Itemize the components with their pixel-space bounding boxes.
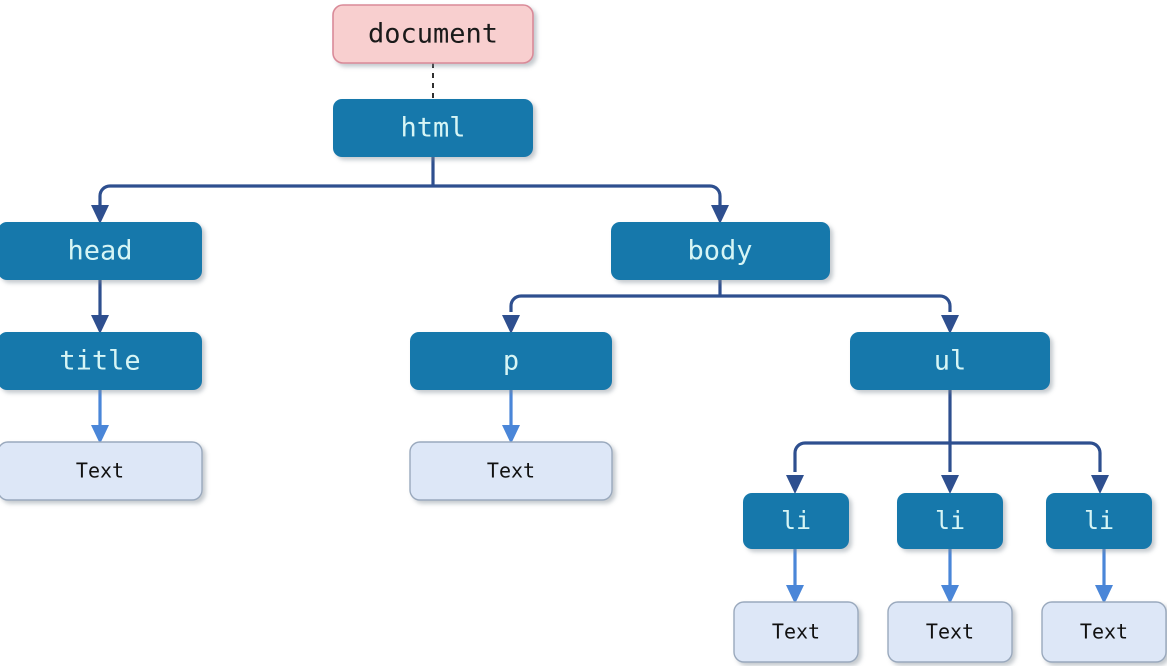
node-ul[interactable]: ul xyxy=(850,332,1050,390)
arrowhead-li2-text xyxy=(941,585,959,604)
edge-body-children xyxy=(509,280,952,312)
arrowhead-head-title xyxy=(91,315,109,334)
node-li-1[interactable]: li xyxy=(743,493,849,549)
node-document-box[interactable] xyxy=(332,4,534,64)
node-head[interactable]: head xyxy=(0,222,202,280)
arrowhead-html-head xyxy=(91,205,109,224)
node-li-3-box[interactable] xyxy=(1046,493,1152,549)
node-li-1-box[interactable] xyxy=(743,493,849,549)
arrowhead-li3-text xyxy=(1095,585,1113,604)
arrowhead-title-text xyxy=(91,425,109,444)
arrowhead-html-body xyxy=(711,205,729,224)
edge-ul-children xyxy=(793,390,1102,472)
node-head-label: head xyxy=(67,236,132,267)
arrowhead-ul-li3 xyxy=(1091,475,1109,494)
node-ul-box[interactable] xyxy=(850,332,1050,390)
node-body-box[interactable] xyxy=(611,222,830,280)
node-text-title-box[interactable] xyxy=(0,441,203,501)
node-li-3[interactable]: li xyxy=(1046,493,1152,549)
node-head-box[interactable] xyxy=(0,222,202,280)
node-html-box[interactable] xyxy=(333,99,533,157)
node-text-li-1[interactable]: Text xyxy=(733,601,859,663)
node-document-label: document xyxy=(368,19,498,50)
arrowhead-body-p xyxy=(502,315,520,334)
node-text-li-2-label: Text xyxy=(926,620,974,644)
arrowhead-li1-text xyxy=(786,585,804,604)
node-text-li-2-box[interactable] xyxy=(887,601,1013,663)
node-text-li-3-label: Text xyxy=(1080,620,1128,644)
node-text-title-label: Text xyxy=(76,459,124,483)
node-html-label: html xyxy=(400,113,465,144)
node-li-2-box[interactable] xyxy=(897,493,1003,549)
edge-html-children xyxy=(98,157,722,212)
node-p-label: p xyxy=(503,346,519,377)
node-text-li-2[interactable]: Text xyxy=(887,601,1013,663)
node-li-3-label: li xyxy=(1084,506,1114,535)
node-li-2-label: li xyxy=(935,506,965,535)
node-text-li-1-label: Text xyxy=(772,620,820,644)
node-text-p[interactable]: Text xyxy=(409,441,613,501)
node-title[interactable]: title xyxy=(0,332,202,390)
node-li-2[interactable]: li xyxy=(897,493,1003,549)
node-p-box[interactable] xyxy=(410,332,612,390)
node-text-li-3[interactable]: Text xyxy=(1041,601,1167,663)
arrowhead-p-text xyxy=(502,425,520,444)
node-text-li-3-box[interactable] xyxy=(1041,601,1167,663)
node-document[interactable]: document xyxy=(332,4,534,64)
node-layer: document html head body title xyxy=(0,4,1167,663)
node-p[interactable]: p xyxy=(410,332,612,390)
arrowhead-ul-li2 xyxy=(941,475,959,494)
node-ul-label: ul xyxy=(934,346,967,377)
arrowhead-ul-li1 xyxy=(786,475,804,494)
node-title-label: title xyxy=(59,346,140,377)
node-text-title[interactable]: Text xyxy=(0,441,203,501)
node-html[interactable]: html xyxy=(333,99,533,157)
node-body[interactable]: body xyxy=(611,222,830,280)
node-body-label: body xyxy=(687,236,752,267)
node-title-box[interactable] xyxy=(0,332,202,390)
edge-layer xyxy=(91,63,1113,604)
node-text-p-box[interactable] xyxy=(409,441,613,501)
node-text-p-label: Text xyxy=(487,459,535,483)
arrowhead-body-ul xyxy=(941,315,959,334)
node-text-li-1-box[interactable] xyxy=(733,601,859,663)
node-li-1-label: li xyxy=(781,506,811,535)
